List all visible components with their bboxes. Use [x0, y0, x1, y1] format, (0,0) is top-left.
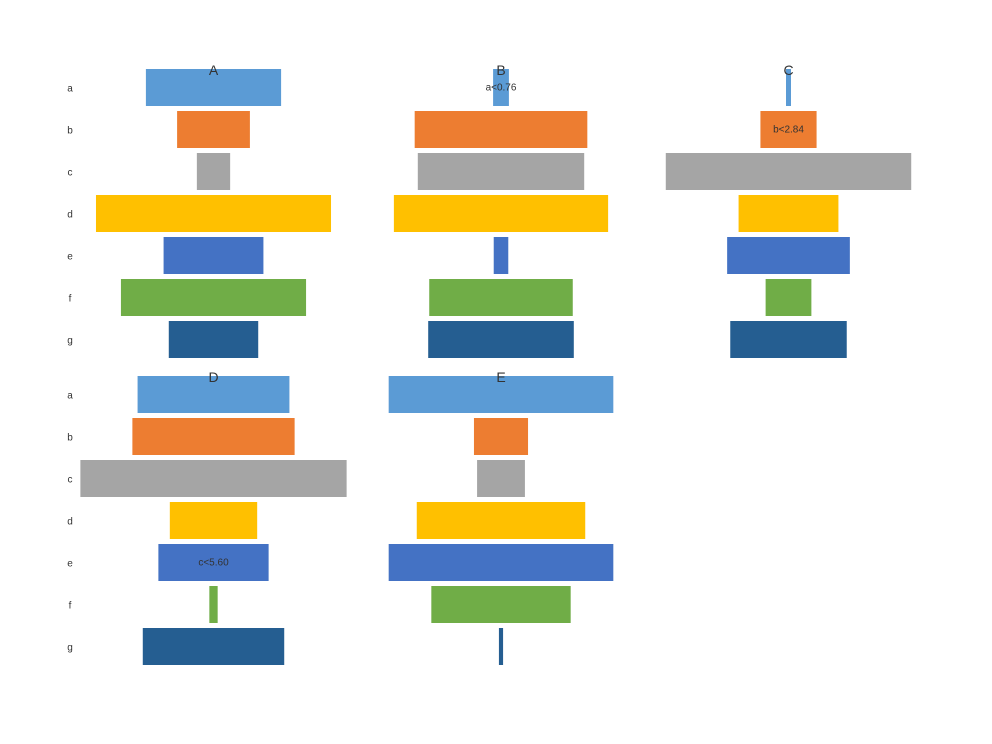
bar-D-g — [142, 628, 285, 665]
panel-title: B — [496, 62, 505, 78]
category-label-g: g — [67, 336, 73, 347]
bar-D-f — [209, 586, 218, 623]
bar-B-c — [417, 153, 585, 190]
bar-A-b — [177, 111, 250, 148]
bar-D-e — [158, 544, 269, 581]
panel-title: A — [209, 62, 219, 78]
bar-A-e — [163, 237, 264, 274]
bar-E-f — [431, 586, 571, 623]
bar-B-f — [429, 279, 573, 316]
bar-A-d — [95, 195, 332, 232]
bar-A-c — [196, 153, 231, 190]
bar-D-c — [80, 460, 347, 497]
bar-A-f — [120, 279, 307, 316]
panel-title: D — [208, 369, 218, 385]
bar-C-a — [786, 69, 791, 106]
annotation-label: b<2.84 — [773, 125, 804, 136]
bar-A-g — [168, 321, 259, 358]
bar-B-b — [414, 111, 588, 148]
category-label-c: c — [68, 168, 73, 179]
bar-E-b — [473, 418, 529, 455]
bar-D-b — [132, 418, 295, 455]
category-label-a: a — [67, 391, 73, 402]
category-label-b: b — [67, 433, 73, 444]
bar-E-d — [416, 502, 586, 539]
bar-A-a — [145, 69, 282, 106]
bar-E-e — [388, 544, 614, 581]
panel-B: a<0.76 B — [393, 62, 609, 358]
panel-A: A — [95, 62, 332, 358]
bar-B-a — [493, 69, 509, 106]
bar-C-f — [765, 279, 812, 316]
category-label-g: g — [67, 643, 73, 654]
category-label-d: d — [67, 517, 73, 528]
category-label-e: e — [67, 559, 73, 570]
panel-E: E — [388, 369, 614, 665]
category-label-a: a — [67, 84, 73, 95]
bar-B-d — [393, 195, 609, 232]
bar-E-a — [388, 376, 614, 413]
bar-D-d — [169, 502, 258, 539]
category-label-f: f — [69, 601, 72, 612]
bar-C-g — [730, 321, 847, 358]
annotation-label: c<5.60 — [198, 558, 229, 569]
bar-B-e — [493, 237, 509, 274]
bar-E-g — [498, 628, 504, 665]
panel-title: E — [496, 369, 505, 385]
bar-E-c — [477, 460, 525, 497]
category-label-c: c — [68, 475, 73, 486]
bar-B-g — [428, 321, 574, 358]
bar-C-e — [727, 237, 850, 274]
annotation-label: a<0.76 — [486, 83, 517, 94]
category-label-b: b — [67, 126, 73, 137]
panel-C: b<2.84 C — [665, 62, 912, 358]
category-label-e: e — [67, 252, 73, 263]
panel-title: C — [783, 62, 793, 78]
category-label-f: f — [69, 294, 72, 305]
bar-C-b — [760, 111, 817, 148]
bar-C-c — [665, 153, 912, 190]
panel-D: c<5.60 D — [80, 369, 347, 665]
bar-C-d — [738, 195, 839, 232]
category-label-d: d — [67, 210, 73, 221]
bar-D-a — [137, 376, 290, 413]
